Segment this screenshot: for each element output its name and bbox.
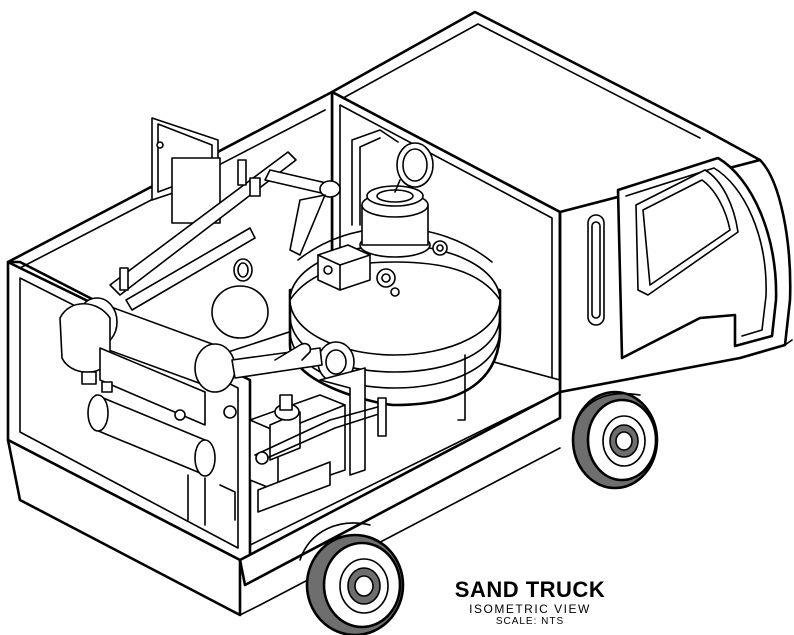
drawing-title: SAND TRUCK [454,577,606,602]
air-compressor-unit [59,285,323,526]
title-block: SAND TRUCK ISOMETRIC VIEW SCALE: NTS [430,578,630,628]
rear-wheel [305,533,405,635]
view-label: ISOMETRIC VIEW [469,602,591,616]
hose-boom-arm [109,151,341,311]
cab-side-slot-window [587,214,605,326]
front-wheel [571,390,659,490]
scale-label: SCALE: NTS [495,616,565,627]
engine-skid [219,367,387,521]
